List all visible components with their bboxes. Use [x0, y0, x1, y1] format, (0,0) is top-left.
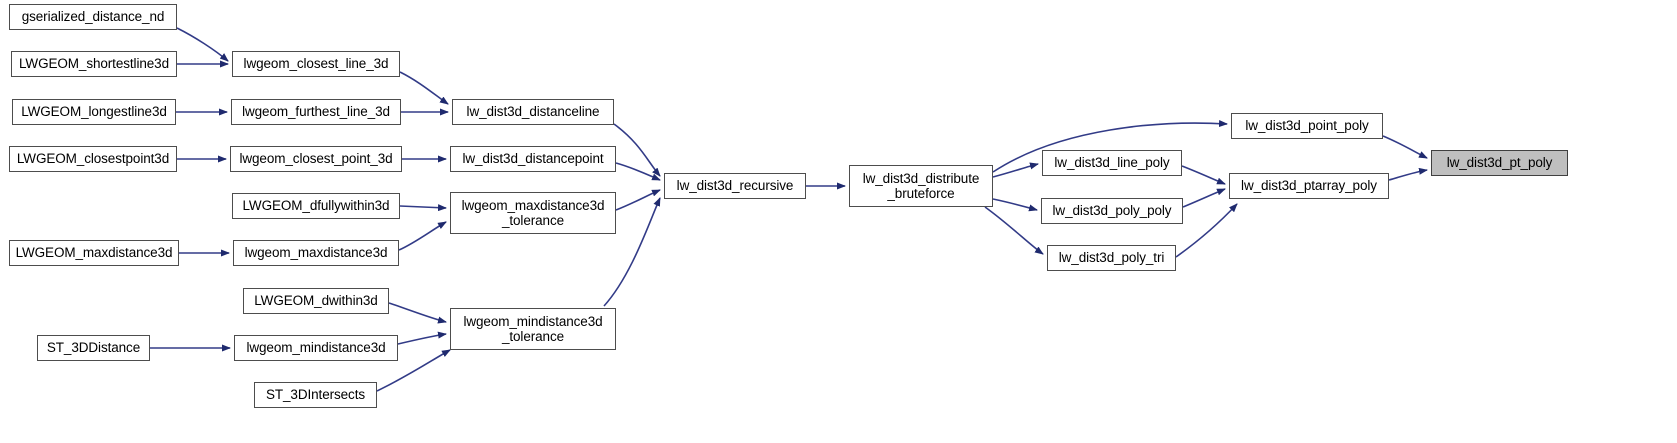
call-edge-n15-to-n18 [615, 162, 661, 181]
graph-node-lw-dist3d-poly-poly[interactable]: lw_dist3d_poly_poly [1041, 198, 1183, 224]
call-edge-n20-to-n25 [1382, 135, 1428, 159]
call-edge-n22-to-n25 [1182, 188, 1226, 208]
graph-node-lw-dist3d-distribute-bruteforce[interactable]: lw_dist3d_distribute _bruteforce [849, 165, 993, 207]
call-edge-n11-to-n17 [388, 302, 447, 324]
call-edge-n12-to-n17 [397, 331, 447, 345]
graph-node-lwgeom-furthest-line-3d[interactable]: lwgeom_furthest_line_3d [231, 99, 401, 125]
graph-node-lw-dist3d-recursive[interactable]: lw_dist3d_recursive [664, 173, 806, 199]
call-edge-n6-to-n14 [399, 71, 449, 105]
graph-node-st-3ddistance[interactable]: ST_3DDistance [37, 335, 150, 361]
call-edge-n19-to-n23 [984, 206, 1044, 255]
graph-node-st-3dintersects[interactable]: ST_3DIntersects [254, 382, 377, 408]
graph-node-lw-dist3d-point-poly[interactable]: lw_dist3d_point_poly [1231, 113, 1383, 139]
call-edge-n0-to-n6 [176, 27, 229, 62]
graph-node-gserialized-distance-nd[interactable]: gserialized_distance_nd [9, 4, 177, 30]
call-edge-n23-to-n24 [1175, 203, 1238, 258]
call-edge-n19-to-n21 [992, 162, 1039, 178]
graph-node-lw-dist3d-distanceline[interactable]: lw_dist3d_distanceline [452, 99, 614, 125]
call-edge-n10-to-n16 [398, 221, 447, 251]
graph-node-lwgeom-maxdistance3d[interactable]: lwgeom_maxdistance3d [233, 240, 399, 266]
graph-node-lwgeom-mindistance3d[interactable]: lwgeom_mindistance3d [234, 335, 398, 361]
graph-node-lw-dist3d-pt-poly[interactable]: lw_dist3d_pt_poly [1431, 150, 1568, 176]
graph-node-lwgeom-closest-line-3d[interactable]: lwgeom_closest_line_3d [232, 51, 400, 77]
graph-node-lwgeom-dwithin3d[interactable]: LWGEOM_dwithin3d [243, 288, 389, 314]
graph-node-lwgeom-longestline3d[interactable]: LWGEOM_longestline3d [12, 99, 176, 125]
graph-node-lw-dist3d-distancepoint[interactable]: lw_dist3d_distancepoint [450, 146, 616, 172]
graph-node-lwgeom-dfullywithin3d[interactable]: LWGEOM_dfullywithin3d [232, 193, 400, 219]
graph-node-lw-dist3d-poly-tri[interactable]: lw_dist3d_poly_tri [1047, 245, 1176, 271]
call-edge-n21-to-n25 [1181, 165, 1226, 185]
graph-node-lwgeom-closestpoint3d[interactable]: LWGEOM_closestpoint3d [9, 146, 177, 172]
graph-node-lwgeom-maxdistance3d[interactable]: LWGEOM_maxdistance3d [9, 240, 179, 266]
call-edge-n9-to-n16 [399, 204, 447, 212]
graph-node-lwgeom-mindistance3d-tolerance[interactable]: lwgeom_mindistance3d _tolerance [450, 308, 616, 350]
graph-node-lwgeom-shortestline3d[interactable]: LWGEOM_shortestline3d [11, 51, 177, 77]
graph-node-lw-dist3d-ptarray-poly[interactable]: lw_dist3d_ptarray_poly [1229, 173, 1389, 199]
graph-node-lwgeom-maxdistance3d-tolerance[interactable]: lwgeom_maxdistance3d _tolerance [450, 192, 616, 234]
graph-node-lw-dist3d-line-poly[interactable]: lw_dist3d_line_poly [1042, 150, 1182, 176]
graph-node-lwgeom-closest-point-3d[interactable]: lwgeom_closest_point_3d [230, 146, 402, 172]
call-edge-n16-to-n18 [615, 189, 661, 211]
call-edge-n14-to-n18 [613, 123, 661, 177]
call-edge-n19-to-n22 [992, 198, 1038, 212]
call-edge-n24-to-n25 [1388, 167, 1428, 181]
